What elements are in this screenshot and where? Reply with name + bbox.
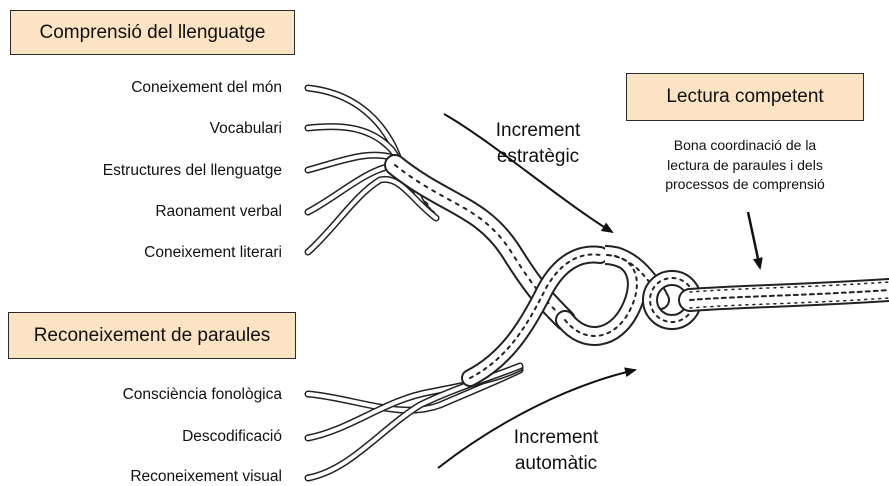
recognition-strands [308,366,520,478]
coordination-note-line3: processos de comprensió [645,175,845,195]
strategic-caption-line1: Increment [478,118,598,144]
strand-label-vocabulary: Vocabulari [210,120,282,138]
strategic-caption-line2: estratègic [478,144,598,170]
skilled-reading-box: Lectura competent [626,73,864,121]
word-recognition-title: Reconeixement de paraules [34,325,271,347]
coordination-note-line1: Bona coordinació de la [645,136,845,156]
skilled-reading-title: Lectura competent [666,86,823,108]
strand-label-language-structures: Estructures del llenguatge [103,162,282,180]
automatic-increase-caption: Increment automàtic [496,425,616,477]
strand-label-world-knowledge: Coneixement del món [131,79,282,97]
note-pointer-arrow [748,212,760,268]
word-recognition-box: Reconeixement de paraules [8,312,296,359]
coordination-note-line2: lectura de paraules i dels [645,156,845,176]
strand-label-literacy-knowledge: Coneixement literari [144,244,282,262]
strategic-increase-caption: Increment estratègic [478,118,598,170]
automatic-caption-line1: Increment [496,425,616,451]
strand-label-sight-recognition: Reconeixement visual [130,468,282,486]
coordination-note: Bona coordinació de la lectura de paraul… [645,136,845,195]
strand-label-phonological-awareness: Consciència fonològica [123,386,282,404]
automatic-caption-line2: automàtic [496,451,616,477]
strand-label-decoding: Descodificació [182,428,282,446]
language-comprehension-box: Comprensió del llenguatge [10,10,295,55]
strand-label-verbal-reasoning: Raonament verbal [155,203,282,221]
woven-rope [690,282,889,308]
language-comprehension-title: Comprensió del llenguatge [39,22,265,44]
